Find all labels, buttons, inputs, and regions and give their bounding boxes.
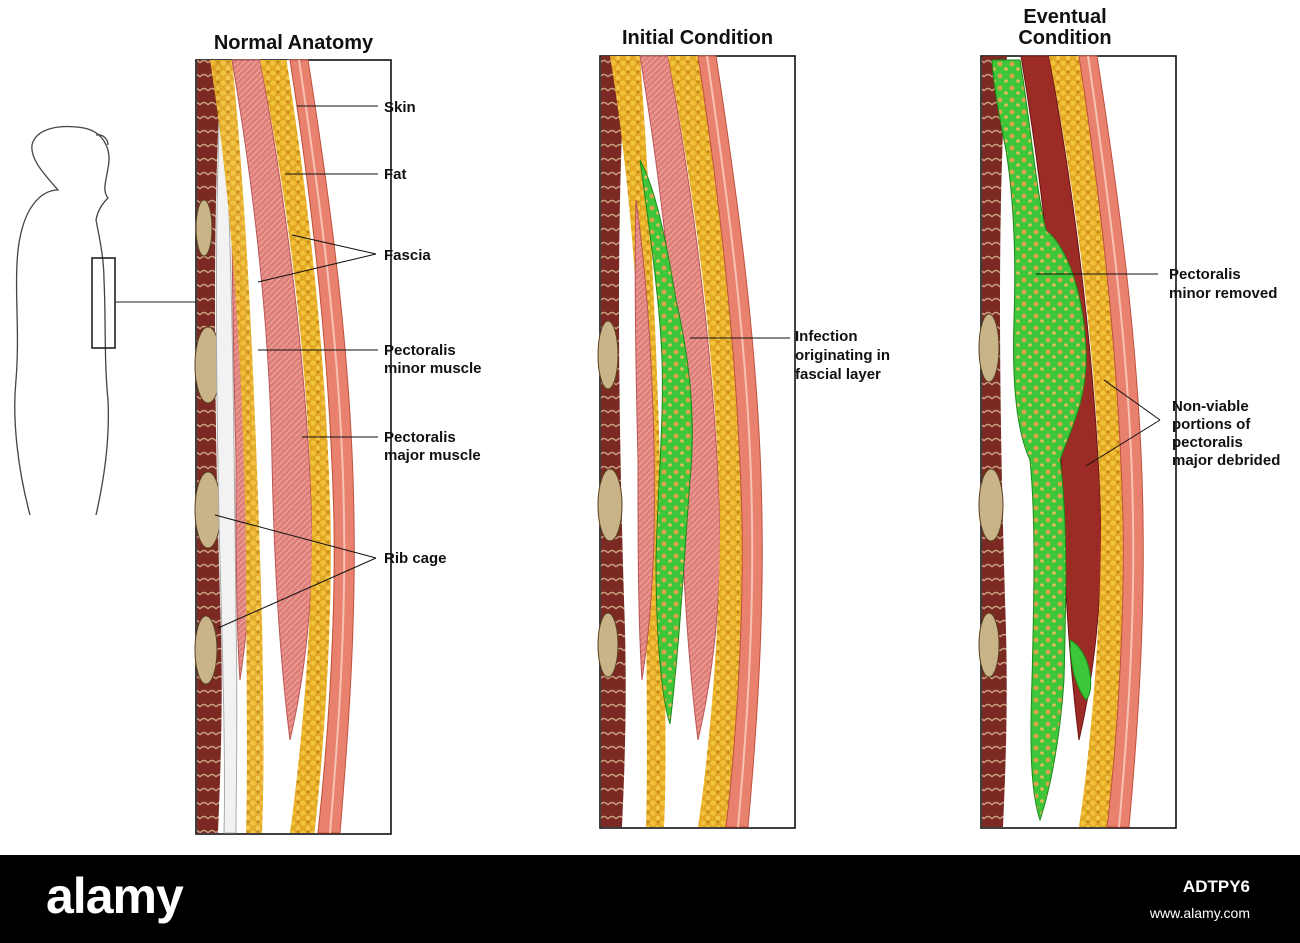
- label-pec-minor-line1: Pectoralis: [384, 342, 456, 359]
- body-silhouette: [14, 125, 110, 516]
- brand-logo: alamy: [46, 868, 184, 924]
- label-skin: Skin: [384, 99, 416, 116]
- label-fascia: Fascia: [384, 247, 431, 264]
- label-nonviable-line3: pectoralis: [1172, 434, 1243, 451]
- anatomy-artwork: [14, 55, 1177, 835]
- label-infection-line3: fascial layer: [795, 366, 881, 383]
- label-pec-major-line1: Pectoralis: [384, 429, 456, 446]
- panel-eventual-art: [978, 55, 1177, 829]
- body-region-box: [91, 257, 116, 349]
- label-rib-cage: Rib cage: [384, 550, 447, 567]
- label-nonviable-line2: portions of: [1172, 416, 1251, 433]
- label-pec-major-line2: major muscle: [384, 447, 481, 464]
- label-pec-minor-line2: minor muscle: [384, 360, 482, 377]
- panel-title-eventual: Eventual Condition: [1018, 6, 1112, 49]
- label-nonviable-line4: major debrided: [1172, 452, 1281, 469]
- label-infection-line2: originating in: [795, 347, 890, 364]
- panel-normal-leaders: [214, 105, 378, 629]
- stock-footer: alamy ADTPY6 www.alamy.com: [0, 855, 1300, 943]
- stock-url: www.alamy.com: [1149, 905, 1250, 921]
- label-nonviable-line1: Non-viable: [1172, 398, 1249, 415]
- label-removed-line1: Pectoralis: [1169, 266, 1241, 283]
- panel-title-initial: Initial Condition: [621, 27, 774, 49]
- label-fat: Fat: [384, 166, 407, 183]
- panel-title-normal: Normal Anatomy: [213, 32, 374, 54]
- label-infection-line1: Infection: [795, 328, 858, 345]
- stock-image-id: ADTPY6: [1182, 877, 1250, 896]
- panel-eventual-leaders: [1036, 273, 1161, 467]
- label-removed-line2: minor removed: [1169, 285, 1278, 302]
- illustration: Normal Anatomy Initial Condition Eventua…: [14, 6, 1281, 835]
- panel-initial-art: [597, 55, 796, 829]
- panel-normal-art: [194, 59, 392, 835]
